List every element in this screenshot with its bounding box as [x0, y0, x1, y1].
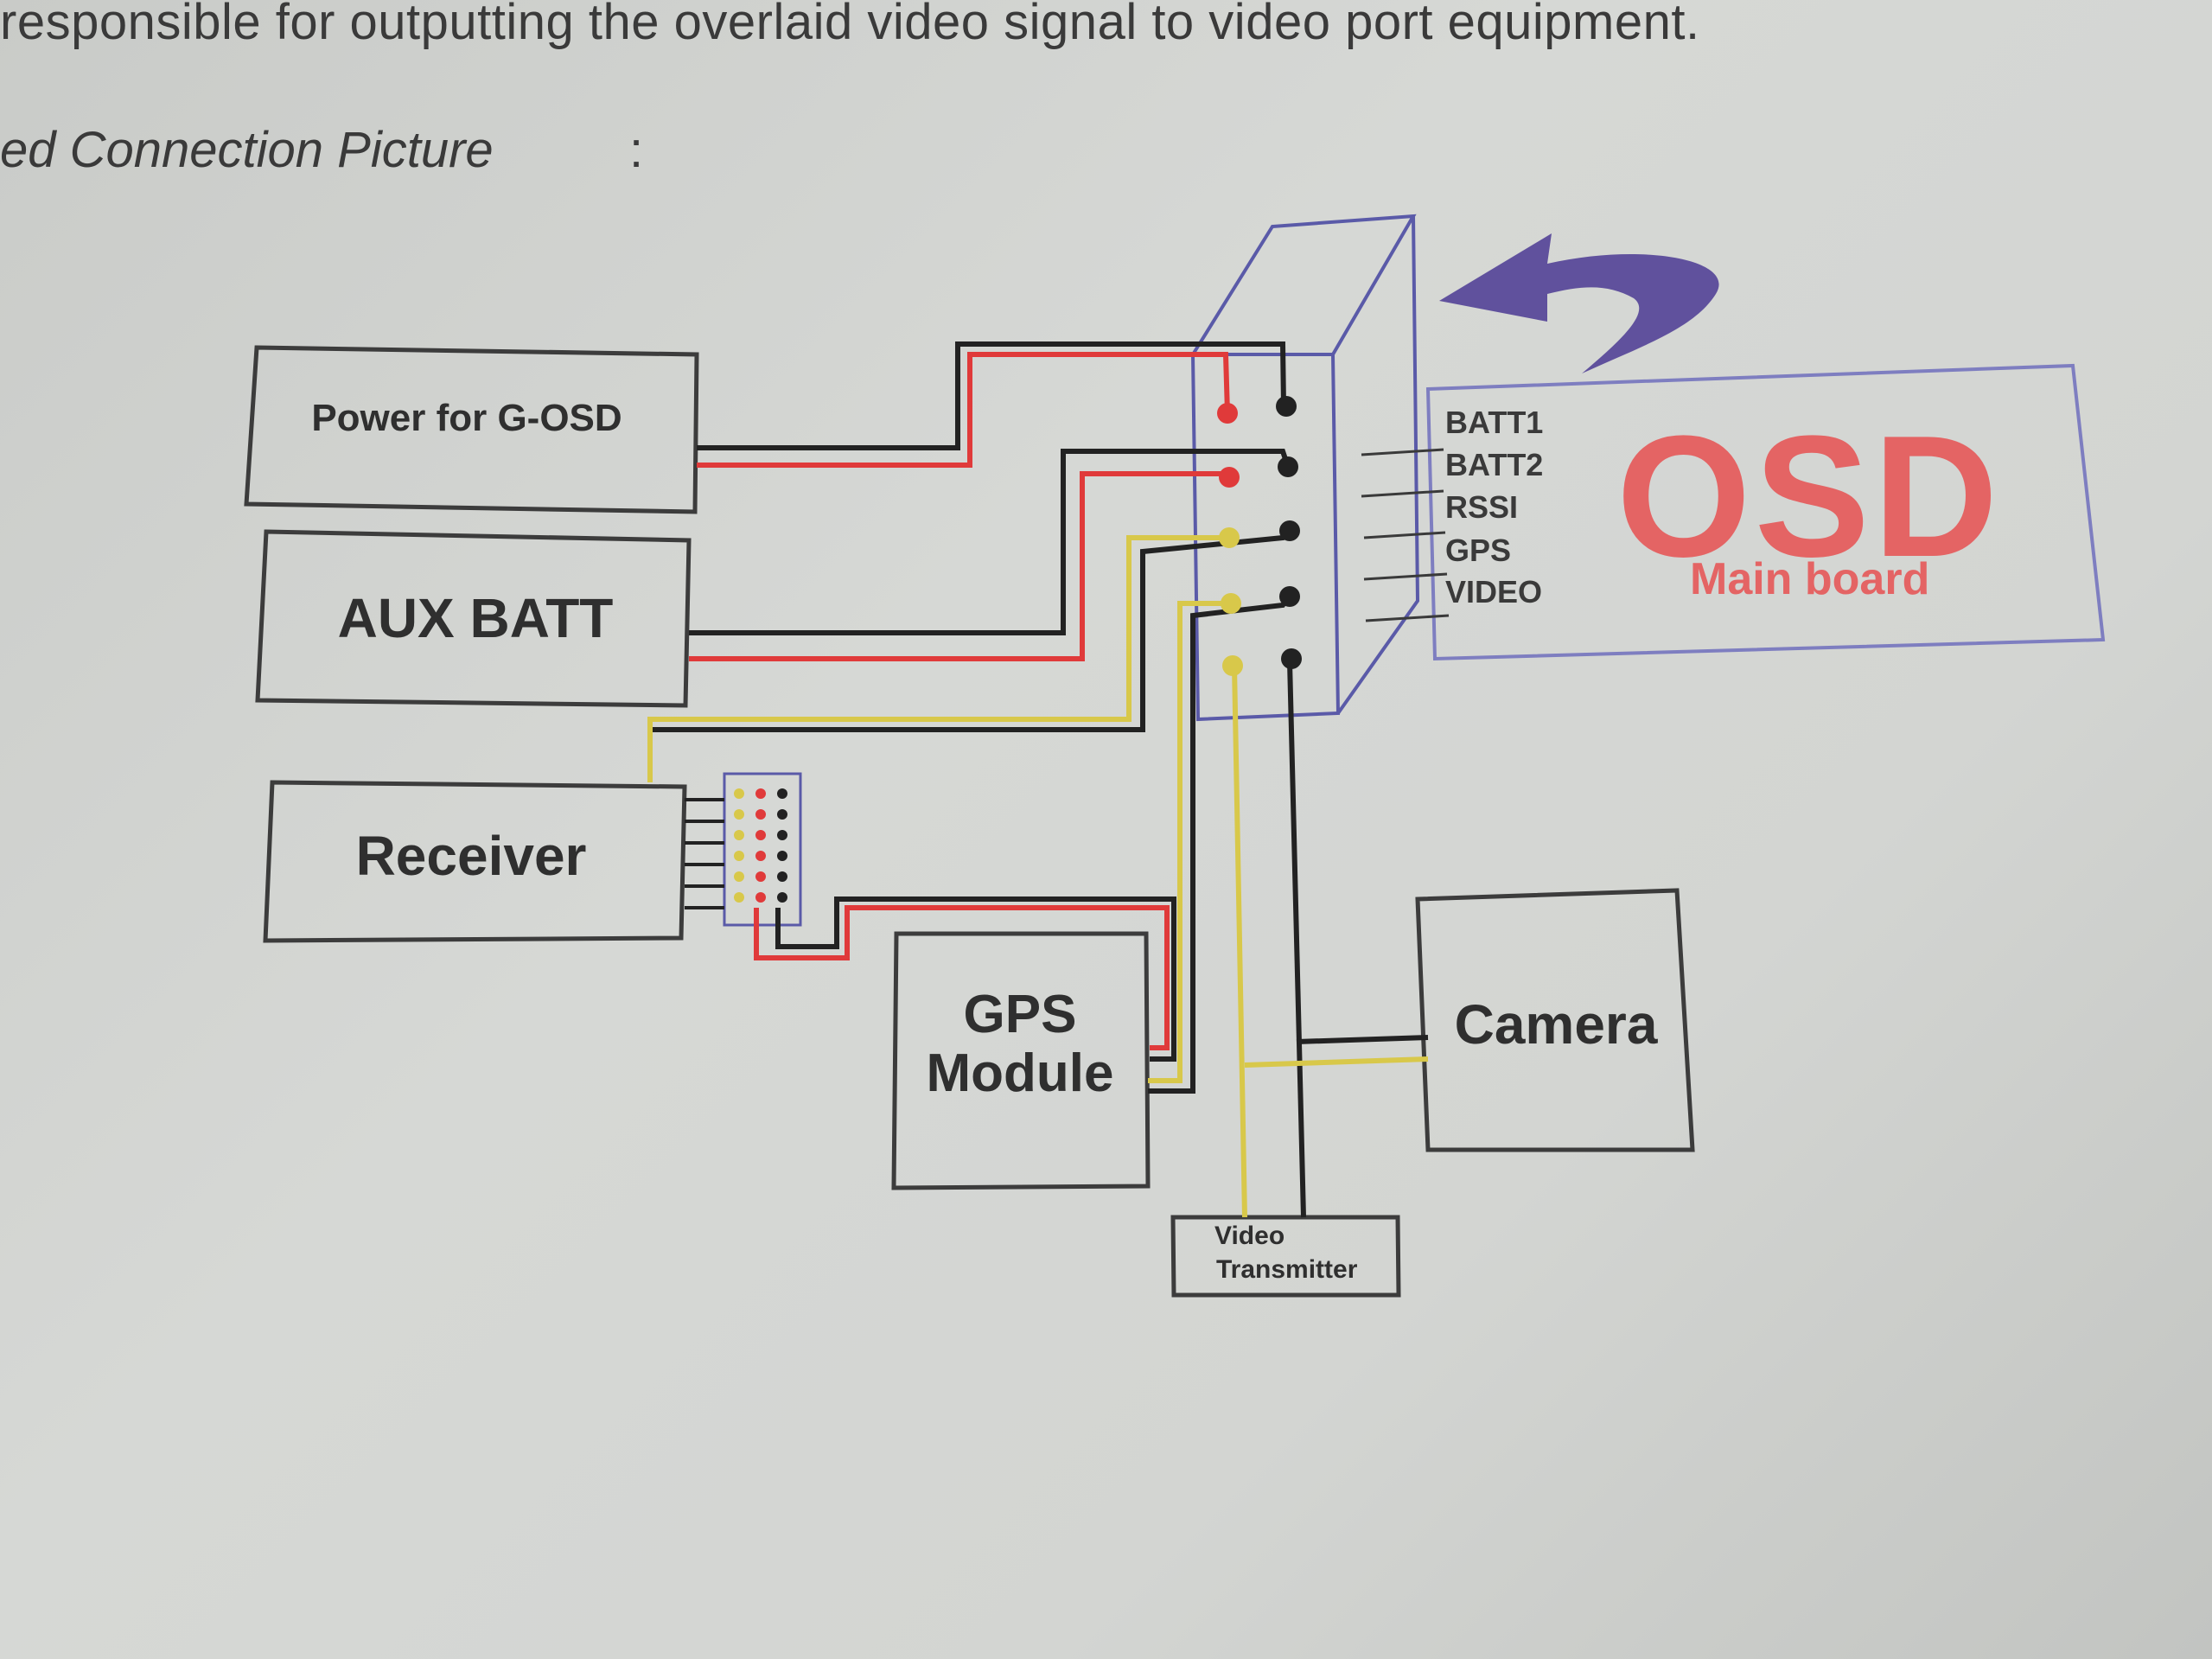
gps-module-label: GPS Module [895, 985, 1145, 1104]
port-rssi: RSSI [1445, 489, 1519, 525]
receiver-label: Receiver [355, 825, 587, 887]
video-transmitter-box [1170, 1215, 1401, 1298]
video-wires [1232, 660, 1429, 1218]
port-batt2: BATT2 [1445, 447, 1544, 482]
port-video: VIDEO [1445, 574, 1543, 609]
gps-power-wires [754, 896, 1176, 1062]
aux-batt-box [255, 529, 692, 708]
port-leads [1361, 448, 1450, 622]
power-label: Power for G-OSD [311, 397, 622, 439]
section-heading: ed Connection Picture [0, 122, 494, 178]
receiver-connector [685, 772, 802, 927]
osd-connector-block [1190, 214, 1420, 722]
port-batt1: BATT1 [1445, 405, 1544, 440]
gps-module-box [891, 931, 1151, 1190]
power-box [244, 345, 699, 514]
port-gps: GPS [1445, 533, 1512, 568]
camera-box [1415, 888, 1695, 1152]
return-arrow-icon [1439, 233, 1719, 373]
heading-colon: : [629, 122, 644, 178]
video-transmitter-label: Video Transmitter [1206, 1219, 1379, 1286]
camera-label: Camera [1454, 993, 1658, 1056]
connector-pins [1217, 396, 1302, 676]
osd-title: OSD [1616, 400, 2002, 593]
intro-text: responsible for outputting the overlaid … [0, 0, 1700, 50]
gps-label-line2: Module [926, 1043, 1114, 1104]
osd-board-box [1425, 363, 2106, 661]
video-tx-line1: Video [1214, 1222, 1285, 1250]
power-wires [697, 341, 1286, 468]
gps-label-line1: GPS [963, 985, 1077, 1044]
aux-batt-label: AUX BATT [337, 587, 614, 649]
video-tx-line2: Transmitter [1216, 1255, 1358, 1284]
receiver-box [263, 780, 687, 943]
osd-subtitle: Main board [1690, 554, 1930, 604]
